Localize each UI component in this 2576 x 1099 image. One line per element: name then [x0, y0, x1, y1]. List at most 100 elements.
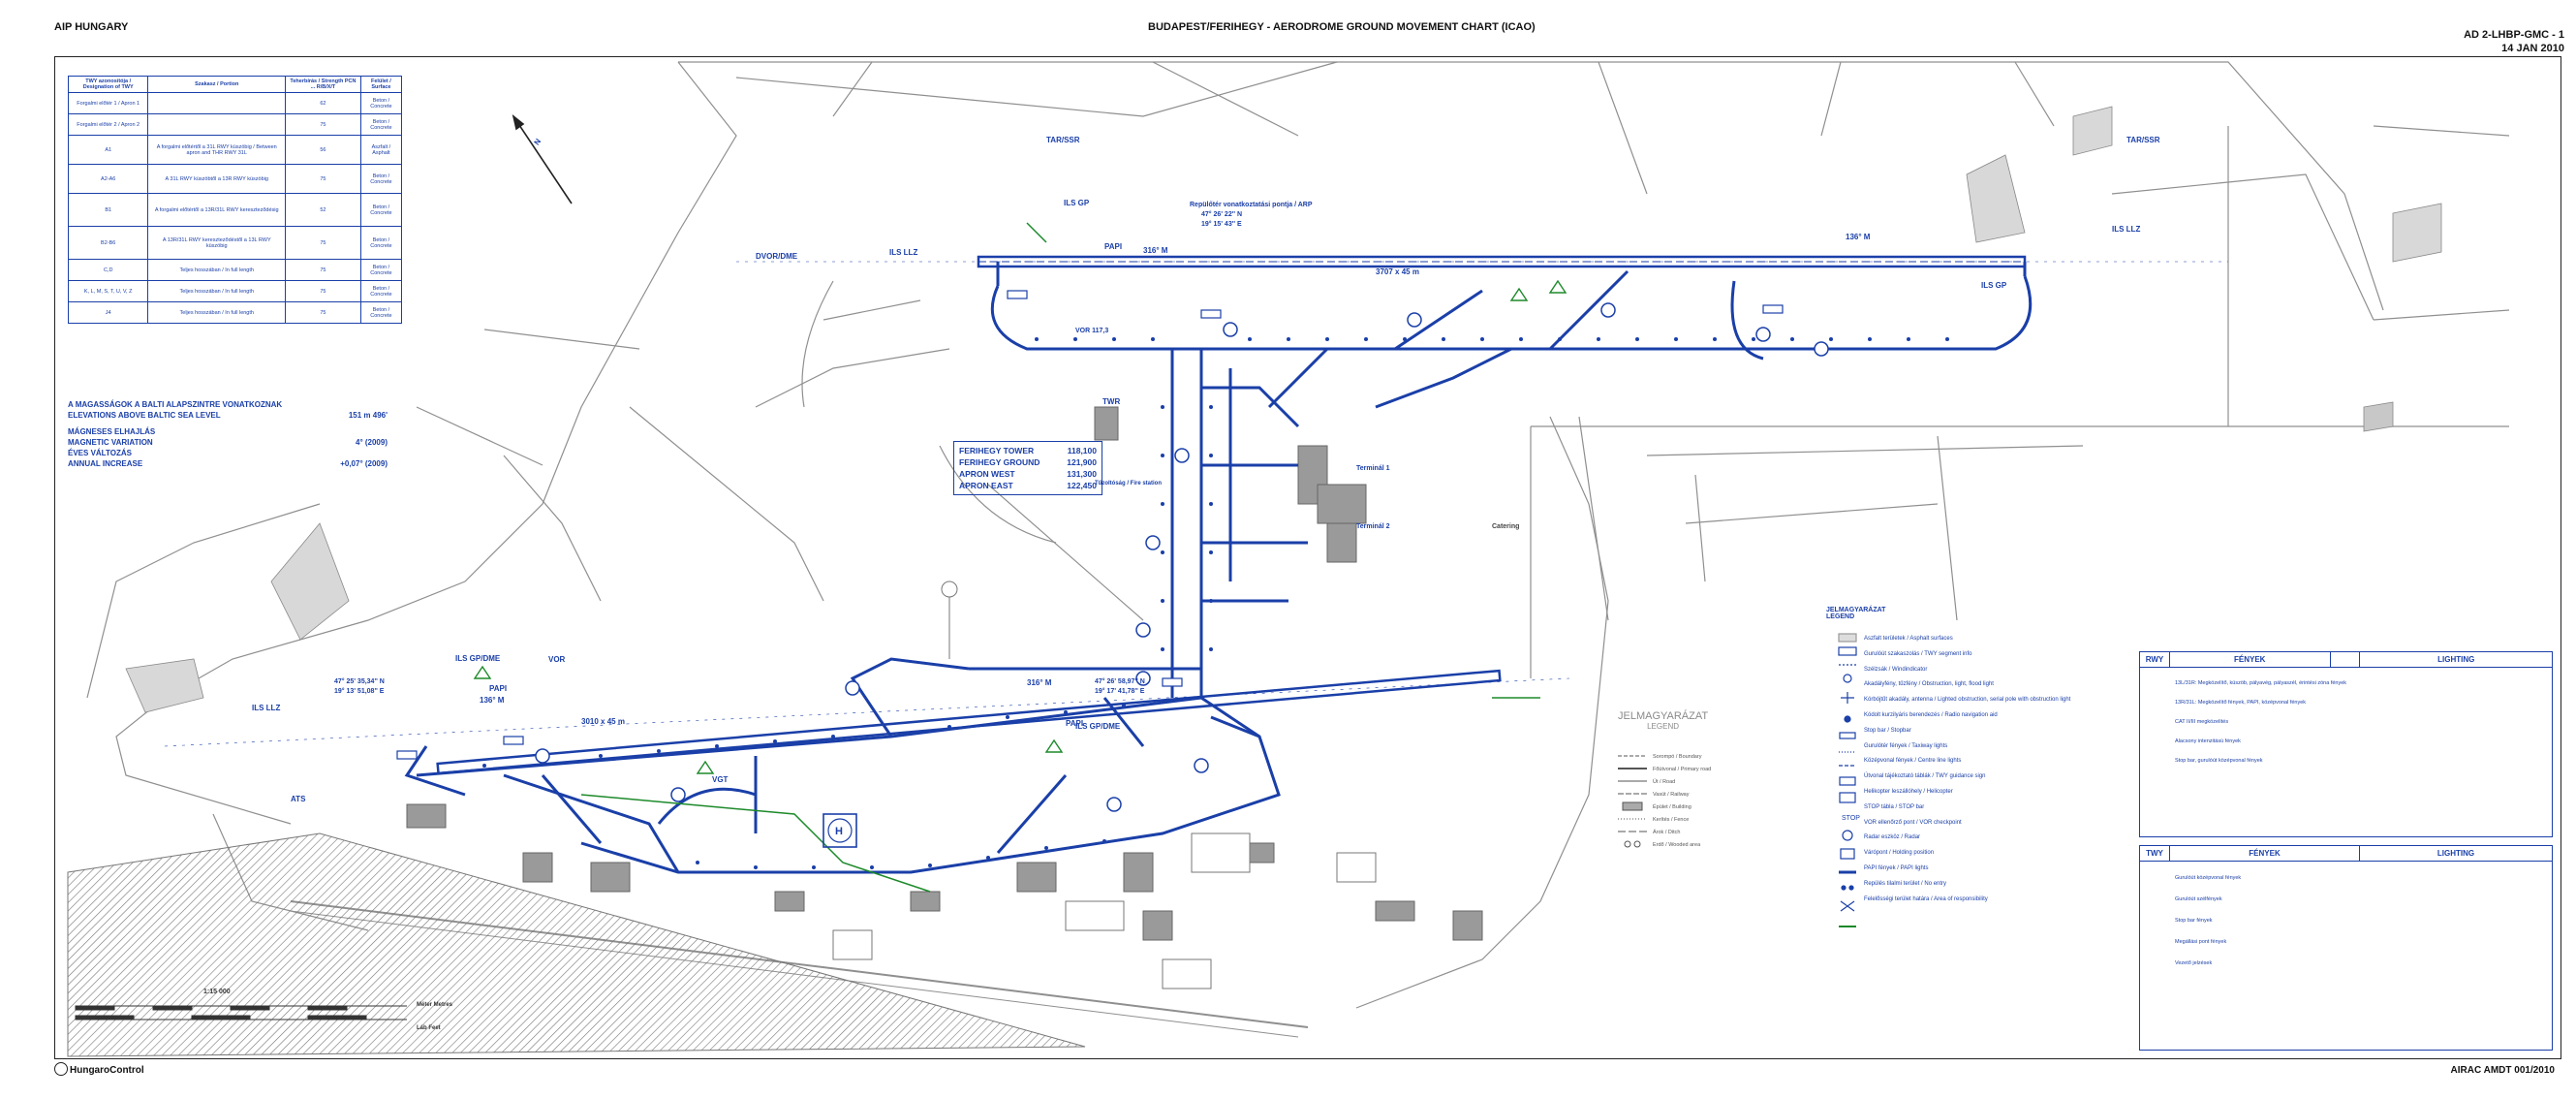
legend-item: Aszfalt területek / Asphalt surfaces — [1864, 636, 1953, 642]
table-cell: 62 — [285, 92, 361, 114]
ats-label: ATS — [291, 795, 306, 803]
legend-item: STOP tábla / STOP bar — [1864, 803, 1925, 810]
table-cell: Beton / Concrete — [359, 113, 403, 136]
table-cell: A1 — [67, 135, 149, 165]
variation-line: MÁGNESES ELHAJLÁS — [68, 427, 156, 436]
table-cell: Beton / Concrete — [359, 301, 403, 324]
legend-symbols: STOP — [1838, 633, 1860, 927]
arp-coord-2: 19° 15' 43'' E — [1201, 221, 1242, 228]
runway-south-dims: 3010 x 45 m — [581, 717, 625, 726]
lighting-col-en: LIGHTING — [2436, 849, 2475, 858]
legend-item: Szélzsák / Windindicator — [1864, 666, 1928, 673]
lighting-row: Gurulóút középvonal fények — [2175, 875, 2242, 881]
table-cell: 52 — [285, 193, 361, 227]
svg-text:H: H — [835, 826, 843, 837]
table-cell: Beton / Concrete — [359, 92, 403, 114]
frequency-name: FERIHEGY TOWER — [959, 446, 1035, 455]
col-header: Felület / Surface — [359, 76, 403, 93]
runway-south-hdg-left: 136° M — [480, 696, 505, 705]
grey-legend-list: Sorompó / Boundary Főútvonal / Primary r… — [1653, 751, 1711, 852]
built-up-area — [67, 832, 1086, 1057]
ils-gp-dme-south: ILS GP/DME — [455, 654, 501, 663]
table-cell: 56 — [285, 135, 361, 165]
grey-legend-item: Erdő / Wooded area — [1653, 842, 1701, 848]
footer-left: HungaroControl — [70, 1065, 144, 1076]
footer-right: AIRAC AMDT 001/2010 — [2450, 1065, 2555, 1076]
legend-item: Útvonal tájékoztató táblák / TWY guidanc… — [1864, 773, 1986, 780]
table-cell: C,D — [67, 259, 149, 281]
table-cell: 75 — [285, 226, 361, 260]
table-cell: K, L, M, S, T, U, V, Z — [67, 280, 149, 302]
legend-item: Kórbójtűt akadály, antenna / Lighted obs… — [1864, 697, 2071, 704]
arp-coord-1: 47° 26' 22'' N — [1201, 211, 1243, 218]
table-cell: B2-B6 — [67, 226, 149, 260]
table-cell: A 13R/31L RWY kereszteződéstől a 13L RWY… — [147, 226, 287, 260]
runway-south — [164, 669, 1570, 775]
frequency-value: 118,100 — [1067, 446, 1097, 455]
table-cell: Forgalmi előtér 1 / Apron 1 — [67, 92, 149, 114]
hungarocontrol-logo-icon — [54, 1062, 68, 1076]
header-left: AIP HUNGARY — [54, 21, 129, 33]
lighting-col-twy: TWY — [2140, 846, 2170, 861]
table-cell: Beton / Concrete — [359, 226, 403, 260]
ils-gp-north: ILS GP — [1064, 199, 1090, 207]
grey-legend-item: Kerítés / Fence — [1653, 817, 1690, 823]
taxiway-lights — [482, 337, 1949, 869]
elevation-label: ELEVATIONS ABOVE BALTIC SEA LEVEL — [68, 411, 221, 420]
frequency-value: 131,300 — [1067, 469, 1097, 479]
lighting-row: Stop bar fények — [2175, 918, 2213, 924]
variation-label: MAGNETIC VARIATION — [68, 438, 153, 447]
scale-unit-metres: Méter Metres — [417, 1002, 453, 1008]
table-cell: Beton / Concrete — [359, 193, 403, 227]
ils-gp-north-2: ILS GP — [1981, 281, 2007, 290]
legend-item: Várópont / Holding position — [1864, 850, 1935, 857]
svg-text:STOP: STOP — [1842, 815, 1860, 822]
papi-north: PAPI — [1104, 242, 1123, 251]
lighting-col-hu: FÉNYEK — [2170, 652, 2331, 667]
elevation-row: ELEVATIONS ABOVE BALTIC SEA LEVEL 151 m 4… — [68, 410, 388, 421]
taxiway-table-header: TWY azonosítója / Designation of TWY Sza… — [67, 76, 403, 93]
scale-bar — [75, 1005, 407, 1020]
table-cell: A forgalmi előtértől a 31L RWY küszöbig … — [147, 135, 287, 165]
lighting-row: Gurulóút szélfények — [2175, 896, 2222, 902]
elevation-info: A MAGASSÁGOK A BALTI ALAPSZINTRE VONATKO… — [68, 399, 388, 469]
table-cell: Teljes hosszában / In full length — [147, 259, 287, 281]
table-cell: A forgalmi előtértől a 13R/31L RWY keres… — [147, 193, 287, 227]
vor-117-label: VOR 117,3 — [1075, 328, 1109, 334]
table-cell: Teljes hosszában / In full length — [147, 280, 287, 302]
table-cell: Beton / Concrete — [359, 164, 403, 194]
lighting-row: Stop bar, gurulóút középvonal fények — [2175, 758, 2263, 764]
lighting-row: CAT II/III megközelítés — [2175, 719, 2229, 725]
rwy-coord-e: 47° 26' 58,97'' N — [1095, 678, 1145, 685]
lighting-row: Megállási pont fények — [2175, 939, 2227, 945]
responsibility-boundary — [580, 222, 1540, 893]
increase-value: +0,07° (2009) — [340, 459, 388, 468]
runway-south-hdg-right: 316° M — [1027, 678, 1052, 687]
legend-item: Stop bar / Stopbar — [1864, 727, 1911, 734]
table-cell: A 31L RWY küszöbtől a 13R RWY küszöbig — [147, 164, 287, 194]
legend-list: Aszfalt területek / Asphalt surfaces Gur… — [1864, 632, 2155, 907]
header-center: BUDAPEST/FERIHEGY - AERODROME GROUND MOV… — [1148, 21, 1536, 33]
scale-label: 1:15 000 — [203, 989, 231, 995]
grey-legend-item: Árok / Ditch — [1653, 830, 1681, 835]
building-outlines — [832, 581, 1377, 989]
ils-llz-south: ILS LLZ — [252, 704, 281, 712]
grey-legend-item: Épület / Building — [1653, 804, 1691, 810]
col-header: Szakasz / Portion — [147, 76, 287, 93]
elevation-value: 151 m 496' — [348, 411, 388, 420]
tar-ssr-label: TAR/SSR — [1046, 136, 1080, 144]
grey-legend-item: Főútvonal / Primary road — [1653, 767, 1712, 772]
rwy-coord-e2: 19° 17' 41,78'' E — [1095, 688, 1145, 695]
legend-item: Helikopter leszállóhely / Helicopter — [1864, 788, 1953, 795]
arp-title: Repülőtér vonatkoztatási pontja / ARP — [1190, 202, 1313, 208]
